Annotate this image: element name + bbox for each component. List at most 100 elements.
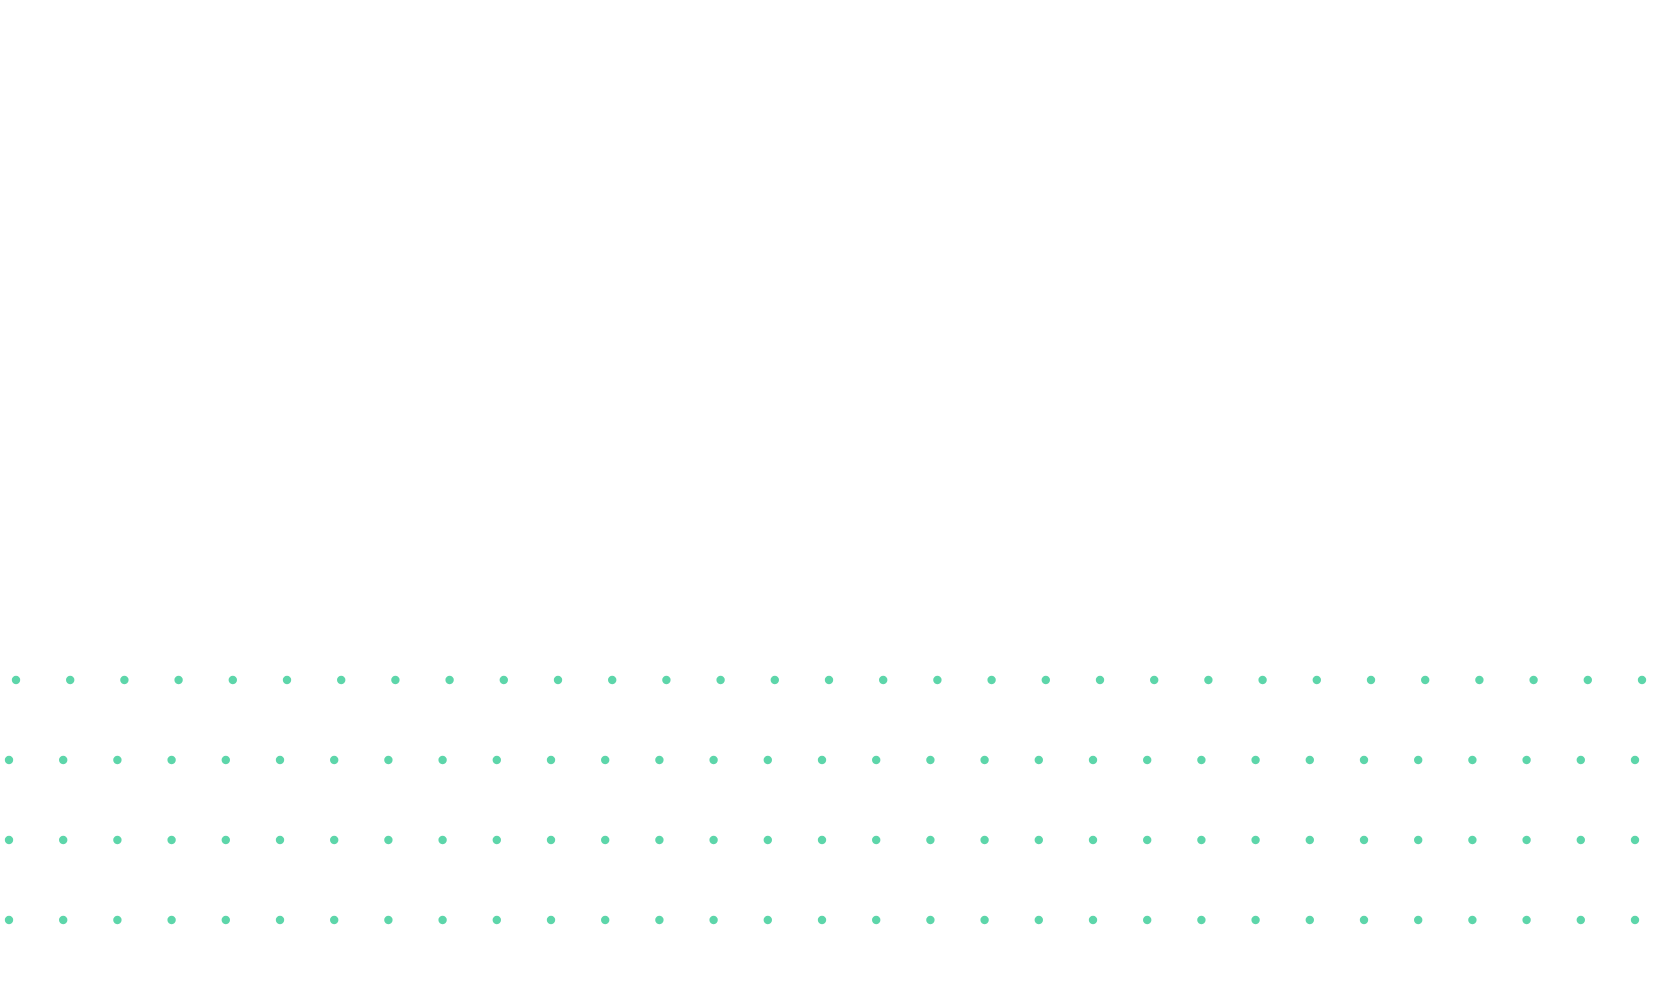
- decorative-dot: [113, 915, 122, 925]
- decorative-dot: [655, 915, 664, 925]
- decorative-dot: [1468, 915, 1477, 925]
- decorative-dot: [1630, 915, 1640, 925]
- decorative-dot: [1088, 915, 1098, 925]
- decorative-dot: [438, 915, 447, 925]
- decorative-dot: [817, 835, 827, 845]
- decorative-dot: [275, 755, 285, 765]
- decorative-dot: [872, 915, 881, 925]
- decorative-dot: [1034, 915, 1044, 925]
- decorative-dot: [438, 755, 447, 765]
- decorative-dot: [1522, 755, 1531, 765]
- decorative-dot: [11, 675, 21, 685]
- decorative-dot: [59, 915, 68, 925]
- decorative-dot: [282, 675, 292, 685]
- decorative-dot: [1468, 755, 1477, 765]
- decorative-dot: [980, 835, 989, 845]
- decorative-dot: [384, 915, 393, 925]
- decorative-dot: [1251, 755, 1260, 765]
- decorative-dot: [4, 755, 14, 765]
- decorative-dot: [1041, 675, 1051, 685]
- decorative-dot: [1522, 835, 1531, 845]
- decorative-dot: [1359, 915, 1369, 925]
- decorative-dot: [438, 835, 447, 845]
- decorative-dot: [1312, 675, 1322, 685]
- decorative-dot: [120, 675, 129, 685]
- decorative-dot: [1468, 835, 1477, 845]
- decorative-dot: [1143, 835, 1152, 845]
- decorative-dot: [492, 835, 501, 845]
- decorative-dot: [933, 675, 942, 685]
- decorative-dot: [709, 835, 718, 845]
- decorative-dot: [1197, 915, 1206, 925]
- dot-rows: [4, 675, 1647, 925]
- decorative-dot: [1305, 915, 1315, 925]
- decorative-dot: [275, 915, 285, 925]
- decorative-dot: [1088, 755, 1098, 765]
- decorative-dot: [1576, 835, 1586, 845]
- decorative-dot: [601, 755, 610, 765]
- decorative-dot: [174, 675, 183, 685]
- decorative-dot: [1630, 835, 1640, 845]
- dot-row: [11, 675, 1647, 685]
- decorative-dot: [1088, 835, 1098, 845]
- dot-row: [4, 835, 1640, 845]
- decorative-dot: [601, 835, 610, 845]
- decorative-dot: [384, 835, 393, 845]
- decorative-dot: [1251, 835, 1260, 845]
- decorative-dot: [1197, 835, 1206, 845]
- decorative-dot: [228, 675, 237, 685]
- decorative-dot: [926, 835, 935, 845]
- decorative-dot: [987, 675, 996, 685]
- decorative-dot: [1522, 915, 1531, 925]
- decorative-dot: [4, 835, 14, 845]
- decorative-dot: [608, 675, 617, 685]
- decorative-dot: [824, 675, 834, 685]
- decorative-dot: [492, 915, 501, 925]
- decorative-dot: [662, 675, 671, 685]
- decorative-dot: [1359, 755, 1369, 765]
- decorative-dot: [709, 915, 718, 925]
- decorative-dot: [553, 675, 563, 685]
- decorative-dot: [926, 755, 935, 765]
- decorative-dot: [1305, 755, 1315, 765]
- decorative-dot: [817, 755, 827, 765]
- decorative-dot: [763, 835, 772, 845]
- dot-row: [4, 915, 1640, 925]
- decorative-dot: [1095, 675, 1105, 685]
- decorative-dot: [337, 675, 346, 685]
- decorative-dot: [926, 915, 935, 925]
- decorative-dot: [1359, 835, 1369, 845]
- decorative-dot: [1150, 675, 1159, 685]
- decorative-dot: [1251, 915, 1260, 925]
- decorative-dot: [601, 915, 610, 925]
- decorative-dot: [1576, 915, 1586, 925]
- decorative-dot: [1305, 835, 1315, 845]
- decorative-dot: [1529, 675, 1538, 685]
- decorative-dot: [763, 755, 772, 765]
- decorative-dot: [167, 915, 176, 925]
- decorative-dot: [655, 755, 664, 765]
- decorative-dot: [59, 835, 68, 845]
- decorative-dot: [1475, 675, 1484, 685]
- decorative-dot: [1630, 755, 1640, 765]
- decorative-dot: [4, 915, 14, 925]
- decorative-dot: [546, 915, 556, 925]
- decorative-dot: [330, 915, 339, 925]
- decorative-dot: [1258, 675, 1267, 685]
- decorative-dot: [113, 835, 122, 845]
- decorative-dot: [330, 835, 339, 845]
- decorative-dot: [221, 755, 230, 765]
- decorative-dot: [275, 835, 285, 845]
- decorative-dot: [1204, 675, 1213, 685]
- decorative-dot: [1034, 755, 1044, 765]
- decorative-dot: [872, 755, 881, 765]
- decorative-dot: [391, 675, 400, 685]
- decorative-dot: [330, 755, 339, 765]
- decorative-dot: [879, 675, 888, 685]
- decorative-dot: [59, 755, 68, 765]
- decorative-dot: [872, 835, 881, 845]
- decorative-dot: [980, 915, 989, 925]
- decorative-dot: [1637, 675, 1647, 685]
